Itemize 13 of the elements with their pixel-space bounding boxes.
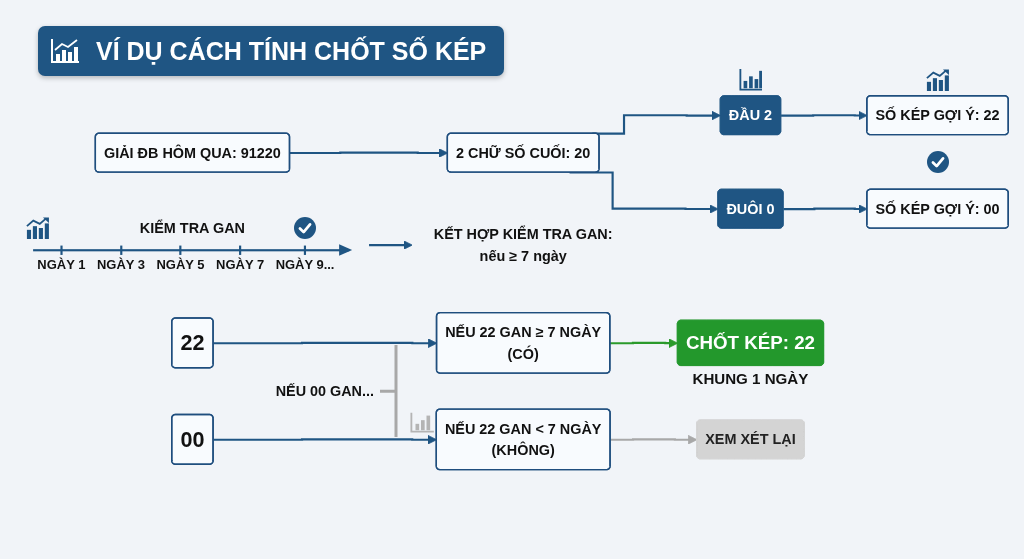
title: VÍ DỤ CÁCH TÍNH CHỐT SỐ KÉP	[96, 36, 487, 66]
arrow	[369, 240, 413, 250]
node-text: KẾT HỢP KIỂM TRA GAN: nếu ≥ 7 ngày	[433, 226, 613, 264]
note-label: NẾU 00 GAN...	[275, 383, 374, 400]
arrow	[610, 338, 679, 348]
arrow	[610, 434, 698, 445]
day-label: NGÀY 9...	[275, 257, 335, 274]
timeline-title: KIỂM TRA GAN	[139, 218, 245, 238]
day-label: NGÀY 5	[156, 257, 205, 274]
day-label: NGÀY 7	[216, 257, 265, 274]
day-label: NGÀY 1	[37, 257, 86, 274]
node-caption: KHUNG 1 NGÀY	[692, 369, 809, 387]
day-label: NGÀY 3	[96, 257, 145, 274]
